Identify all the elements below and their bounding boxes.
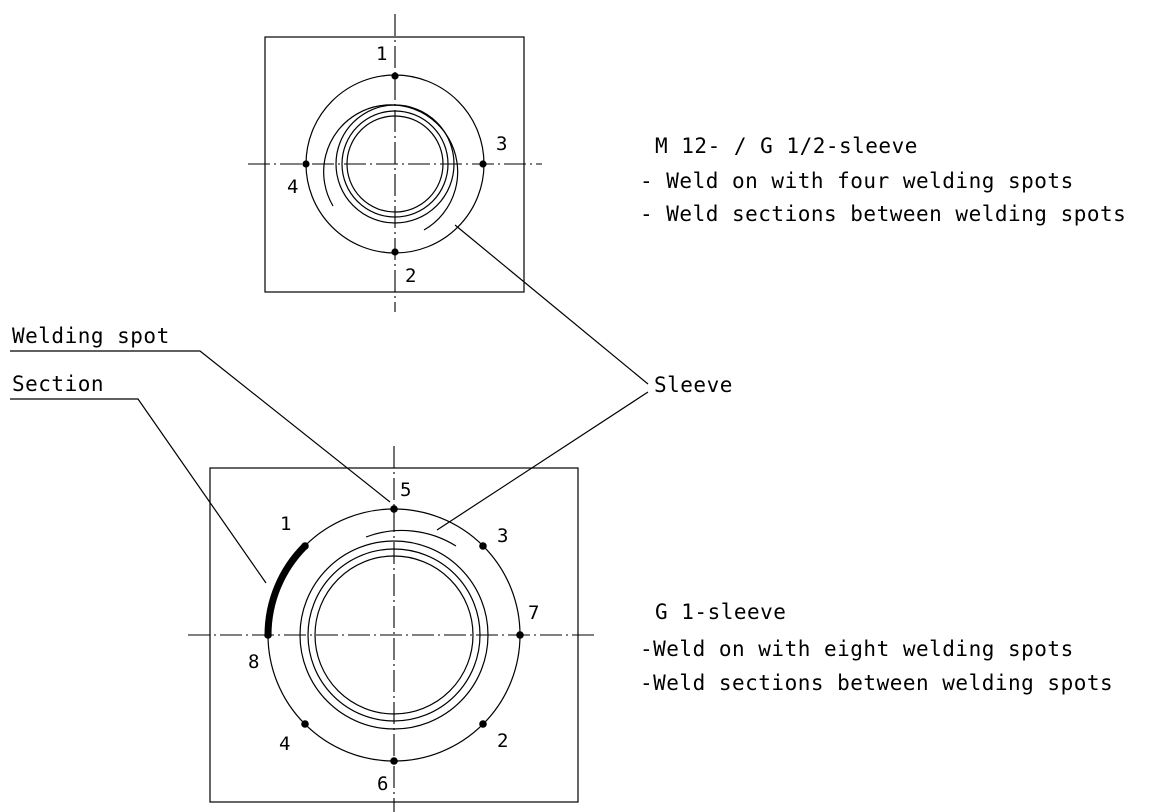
welding-spot-label: Welding spot	[12, 324, 170, 348]
bottom-sleeve-arc	[365, 529, 457, 547]
welding-spot-leader	[10, 350, 391, 503]
top-sleeve-circle-2	[341, 110, 449, 218]
bottom-note: G 1-sleeve -Weld on with eight welding s…	[640, 600, 1113, 695]
bottom-figure: 1 2 3 4 5 6 7 8	[188, 446, 598, 812]
bottom-sleeve-circle-3	[314, 555, 474, 715]
bottom-sleeve-circle-1	[299, 540, 489, 730]
bottom-spot-label-4: 4	[279, 733, 290, 755]
bottom-welding-spot-3	[479, 542, 487, 550]
top-sleeve-circle-3	[346, 115, 444, 213]
bottom-spot-label-1: 1	[280, 513, 291, 535]
top-note-line-2: - Weld sections between welding spots	[640, 202, 1126, 226]
bottom-sleeve-circle-2	[307, 548, 481, 722]
top-welding-spot-3	[479, 160, 487, 168]
bottom-welding-spot-2	[479, 720, 487, 728]
bottom-spot-label-7: 7	[528, 602, 539, 624]
top-note-line-1: - Weld on with four welding spots	[640, 169, 1074, 193]
callouts: Welding spot Section Sleeve	[10, 224, 733, 584]
sleeve-leader-bottom	[436, 391, 649, 531]
top-note-title: M 12- / G 1/2-sleeve	[655, 134, 918, 158]
bottom-note-line-2: -Weld sections between welding spots	[640, 671, 1113, 695]
bottom-spot-label-2: 2	[497, 730, 508, 752]
top-spot-label-2: 2	[405, 265, 416, 287]
bottom-welding-spot-4	[301, 720, 309, 728]
bottom-spot-label-6: 6	[377, 773, 388, 795]
bottom-welding-spot-5	[390, 505, 398, 513]
top-spot-label-4: 4	[287, 176, 298, 198]
top-sleeve-arc	[323, 104, 459, 231]
bottom-welding-spot-7	[516, 631, 524, 639]
bottom-welding-spot-8	[264, 631, 272, 639]
bottom-welding-spot-1	[301, 542, 309, 550]
sleeve-label: Sleeve	[654, 373, 733, 397]
sleeve-leader-top	[454, 224, 649, 385]
bottom-spot-label-8: 8	[248, 651, 259, 673]
bottom-note-line-1: -Weld on with eight welding spots	[640, 637, 1074, 661]
top-figure: 1 2 3 4	[248, 14, 542, 312]
top-spot-label-3: 3	[496, 133, 507, 155]
top-note: M 12- / G 1/2-sleeve - Weld on with four…	[640, 134, 1126, 226]
bottom-spot-label-3: 3	[497, 525, 508, 547]
top-welding-spot-4	[302, 160, 310, 168]
top-spot-label-1: 1	[376, 43, 387, 65]
bottom-welding-spot-6	[390, 757, 398, 765]
top-welding-spot-1	[391, 72, 399, 80]
top-welding-spot-2	[391, 248, 399, 256]
bottom-spot-label-5: 5	[400, 479, 411, 501]
weld-section	[264, 542, 309, 639]
section-leader	[10, 398, 267, 584]
bottom-note-title: G 1-sleeve	[655, 600, 786, 624]
section-label: Section	[12, 372, 104, 396]
